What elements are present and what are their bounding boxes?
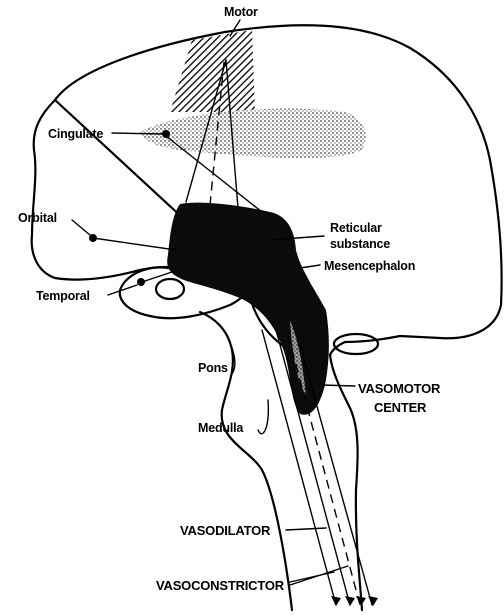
motor-cortex-area <box>170 30 255 112</box>
label-reticular: Reticular <box>330 221 382 235</box>
mesencephalon-leader <box>300 265 320 268</box>
cingulate-dot <box>162 130 170 138</box>
label-motor: Motor <box>224 5 258 19</box>
label-orbital: Orbital <box>18 211 57 225</box>
label-vasodilator: VASODILATOR <box>180 523 271 538</box>
vasoconstrictor-leader-2 <box>290 566 348 585</box>
label-medulla: Medulla <box>198 421 244 435</box>
cingulate-leader <box>112 133 162 134</box>
label-pons: Pons <box>198 361 228 375</box>
arrowheads <box>331 596 378 606</box>
cingulate-area <box>140 109 366 158</box>
medulla-bracket <box>258 400 268 434</box>
vasoconstrictor-leader-1 <box>290 572 334 582</box>
label-vasoconstrictor: VASOCONSTRICTOR <box>156 578 285 593</box>
label-substance: substance <box>330 237 390 251</box>
orbital-leader <box>93 238 176 250</box>
label-temporal: Temporal <box>36 289 90 303</box>
label-center: CENTER <box>374 400 427 415</box>
label-cingulate: Cingulate <box>48 127 103 141</box>
orbital-label-leader <box>72 220 90 235</box>
temporal-leader <box>142 272 172 282</box>
label-vasomotor: VASOMOTOR <box>358 381 441 396</box>
vasomotor-leader <box>322 385 355 386</box>
temporal-pole <box>156 279 184 299</box>
vasodilator-leader <box>286 528 326 530</box>
label-mesencephalon: Mesencephalon <box>324 259 415 273</box>
reticular-substance <box>167 203 329 415</box>
